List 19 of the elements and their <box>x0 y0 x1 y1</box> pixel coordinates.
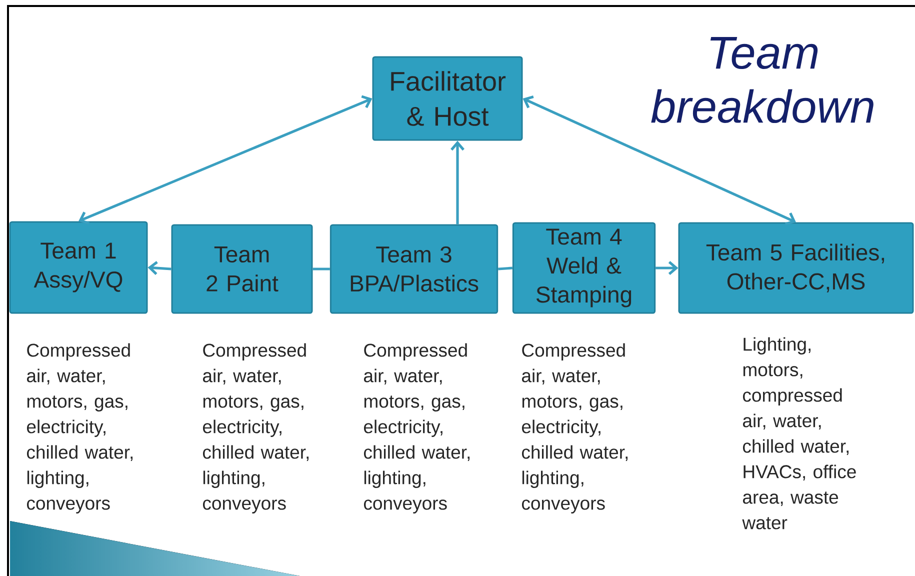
resource-list: Compressed air, water, motors, gas, electricity, chilled water, lighting, conveyors <box>203 343 308 514</box>
arrow <box>78 95 372 225</box>
arrow <box>656 261 678 275</box>
title: Team breakdown <box>651 36 874 124</box>
team-box: Team 2 Paint <box>171 224 313 314</box>
resource-list: Compressed air, water, motors, gas, electricity, chilled water, lighting, conveyors <box>522 343 628 514</box>
arrow <box>450 140 464 224</box>
resource-list: Compressed air, water, motors, gas, electricity, chilled water, lighting, conveyors <box>364 343 470 514</box>
team-box: Team 5 Facilities, Other-CC,MS <box>678 222 914 314</box>
connector-line <box>312 268 330 270</box>
arrow <box>148 261 172 275</box>
team-box: Team 3 BPA/Plastics <box>330 224 498 314</box>
arrow <box>522 96 796 226</box>
team-box: Facilitator & Host <box>372 56 523 141</box>
resource-list: Lighting, motors, compressed air, water, chilled water, HVACs, office area, waste water <box>742 337 856 530</box>
connector-line <box>498 266 513 270</box>
resource-list: Compressed air, water, motors, gas, electricity, chilled water, lighting, conveyors <box>26 343 132 514</box>
team-box: Team 4 Weld & Stamping <box>512 222 656 314</box>
team-box: Team 1 Assy/VQ <box>9 221 148 314</box>
